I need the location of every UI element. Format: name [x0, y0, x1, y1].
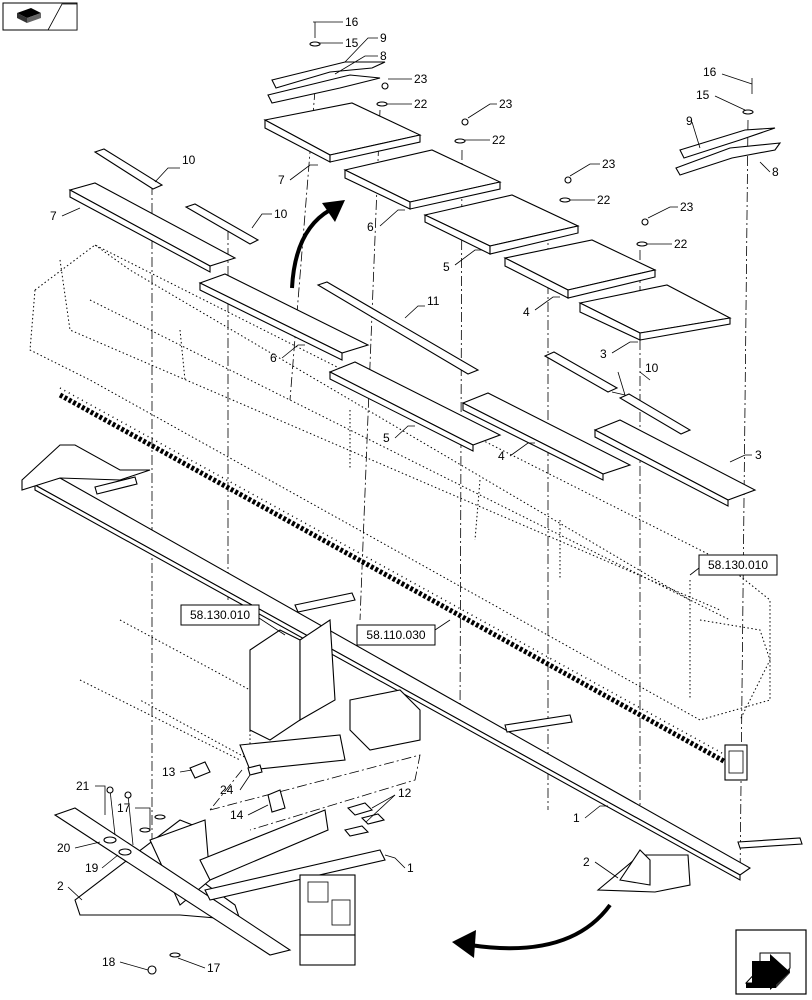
svg-text:15: 15 — [345, 36, 359, 50]
svg-text:2: 2 — [583, 855, 590, 869]
svg-text:10: 10 — [645, 361, 659, 375]
svg-text:1: 1 — [407, 861, 414, 875]
svg-text:16: 16 — [345, 15, 359, 29]
svg-text:58.110.030: 58.110.030 — [366, 628, 425, 642]
svg-text:1: 1 — [573, 811, 580, 825]
svg-text:24: 24 — [220, 783, 234, 797]
svg-text:6: 6 — [367, 220, 374, 234]
right-end-guard — [596, 849, 691, 893]
svg-text:58.130.010: 58.130.010 — [708, 558, 768, 572]
svg-text:9: 9 — [380, 31, 387, 45]
svg-text:16: 16 — [703, 65, 717, 79]
svg-text:22: 22 — [597, 193, 611, 207]
svg-text:10: 10 — [274, 207, 288, 221]
callout-numbers: 16 15 9 8 23 22 23 22 23 22 23 22 16 15 … — [50, 15, 779, 975]
svg-text:17: 17 — [207, 961, 221, 975]
svg-text:17: 17 — [117, 801, 131, 815]
reference-box-58-110-030[interactable]: 58.110.030 — [356, 619, 451, 646]
svg-text:4: 4 — [523, 305, 530, 319]
svg-text:14: 14 — [230, 808, 244, 822]
exploded-view-icon[interactable] — [2, 2, 78, 31]
svg-text:3: 3 — [600, 347, 607, 361]
svg-text:21: 21 — [76, 779, 90, 793]
svg-text:23: 23 — [602, 157, 616, 171]
navigate-back-icon[interactable] — [735, 929, 807, 995]
svg-text:12: 12 — [398, 786, 412, 800]
callout-leaders — [61, 21, 771, 971]
svg-text:6: 6 — [270, 351, 277, 365]
reference-box-58-130-010-right[interactable]: 58.130.010 — [689, 554, 778, 576]
drive-end-detail — [53, 619, 421, 975]
svg-text:18: 18 — [102, 955, 116, 969]
svg-text:5: 5 — [383, 431, 390, 445]
svg-text:22: 22 — [414, 97, 428, 111]
upper-shield-plates — [263, 22, 782, 341]
svg-text:23: 23 — [499, 97, 513, 111]
svg-text:8: 8 — [772, 165, 779, 179]
curved-arrow-up — [290, 200, 345, 289]
svg-text:22: 22 — [674, 237, 688, 251]
svg-text:20: 20 — [57, 841, 71, 855]
svg-text:13: 13 — [162, 765, 176, 779]
svg-text:58.130.010: 58.130.010 — [190, 608, 250, 622]
svg-text:23: 23 — [414, 72, 428, 86]
reference-box-58-130-010-left[interactable]: 58.130.010 — [180, 604, 286, 636]
curved-arrow-down — [452, 903, 612, 958]
svg-text:15: 15 — [696, 88, 710, 102]
svg-text:7: 7 — [278, 173, 285, 187]
svg-text:8: 8 — [380, 49, 387, 63]
svg-text:19: 19 — [85, 861, 99, 875]
svg-text:9: 9 — [686, 114, 693, 128]
svg-text:23: 23 — [680, 200, 694, 214]
header-frame — [29, 244, 771, 721]
header-shields — [68, 148, 757, 507]
alignment-lines — [151, 89, 749, 881]
svg-text:10: 10 — [182, 153, 196, 167]
svg-text:7: 7 — [50, 209, 57, 223]
svg-text:22: 22 — [492, 133, 506, 147]
svg-text:4: 4 — [498, 449, 505, 463]
knife-sickle — [21, 387, 803, 881]
svg-text:11: 11 — [427, 294, 440, 308]
svg-text:3: 3 — [755, 448, 762, 462]
svg-text:5: 5 — [443, 260, 450, 274]
svg-text:2: 2 — [57, 879, 64, 893]
